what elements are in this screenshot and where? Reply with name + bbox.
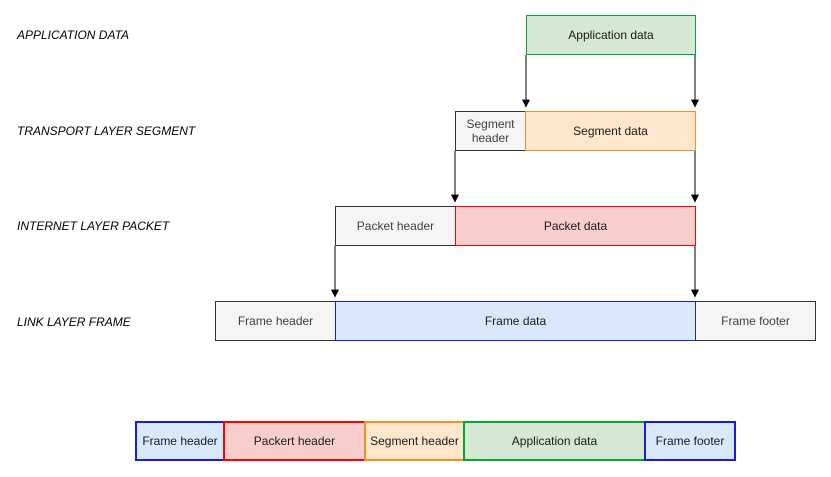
- packet-header-box: Packet header: [335, 206, 456, 246]
- frame-header-box: Frame header: [215, 301, 336, 341]
- assembled-segment-frame-header: Frame header: [135, 421, 225, 461]
- assembled-segment-application-data: Application data: [463, 421, 646, 461]
- application-data-box: Application data: [526, 15, 696, 55]
- layer-label-link: LINK LAYER FRAME: [17, 315, 131, 329]
- frame-data-box: Frame data: [335, 301, 696, 341]
- assembled-segment-frame-footer: Frame footer: [644, 421, 736, 461]
- packet-data-box: Packet data: [455, 206, 696, 246]
- assembled-segment-segment-header: Segment header: [364, 421, 465, 461]
- layer-label-internet: INTERNET LAYER PACKET: [17, 219, 170, 233]
- assembled-segment-packet-header: Packert header: [223, 421, 366, 461]
- segment-header-box: Segment header: [455, 111, 526, 151]
- frame-footer-box: Frame footer: [695, 301, 816, 341]
- segment-data-box: Segment data: [525, 111, 696, 151]
- layer-label-transport: TRANSPORT LAYER SEGMENT: [17, 124, 196, 138]
- layer-label-application: APPLICATION DATA: [17, 28, 130, 42]
